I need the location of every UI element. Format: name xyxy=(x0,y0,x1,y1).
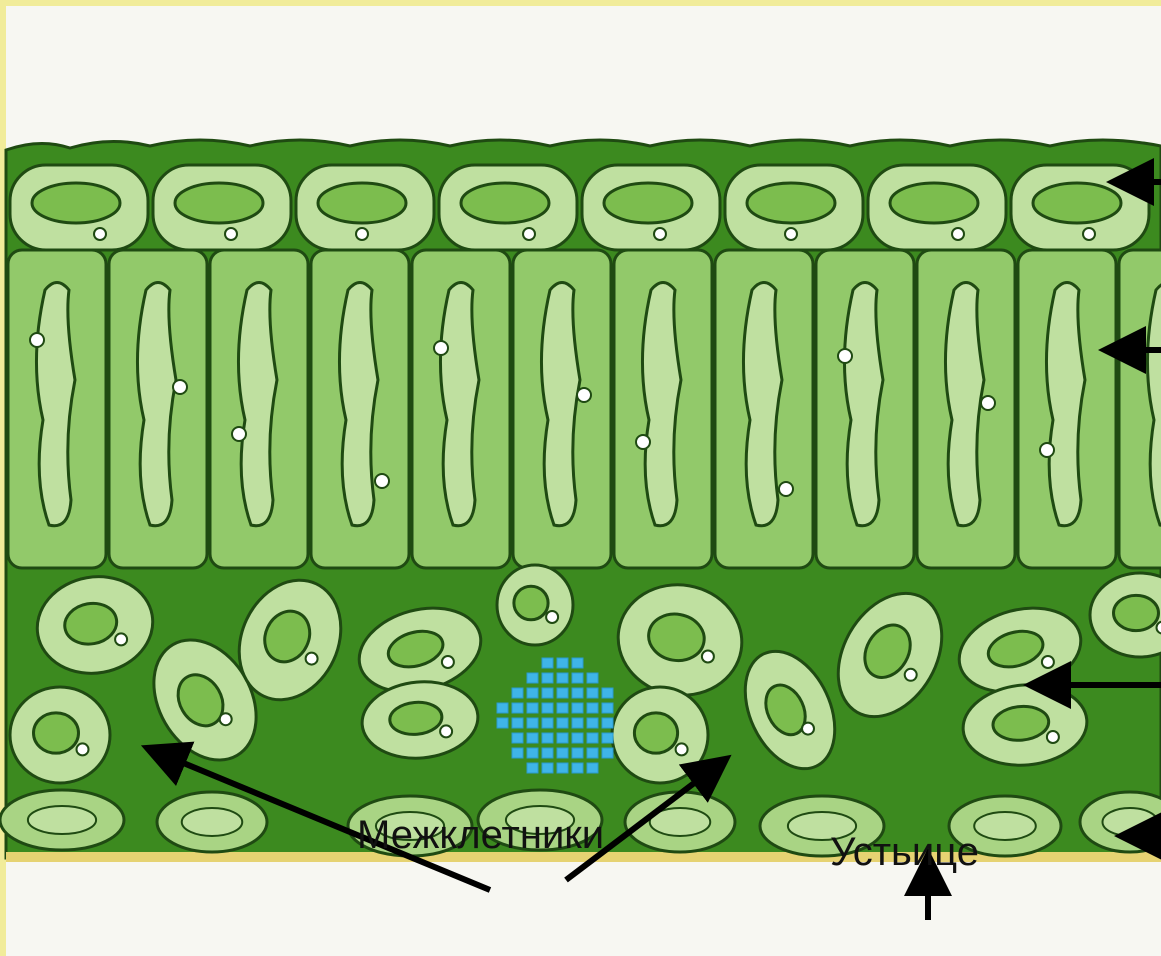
palisade-cell xyxy=(109,250,207,568)
label-stoma: Устьице xyxy=(830,832,979,872)
epidermis-cell xyxy=(868,165,1006,250)
vessel-cell xyxy=(602,688,613,698)
epidermis-cell xyxy=(582,165,720,250)
vessel-cell xyxy=(542,748,553,758)
vessel-cell xyxy=(557,703,568,713)
palisade-cell xyxy=(1018,250,1116,568)
vessel-cell xyxy=(527,733,538,743)
vessel-cell xyxy=(557,733,568,743)
vessel-cell xyxy=(497,703,508,713)
vessel-cell xyxy=(602,748,613,758)
vessel-cell xyxy=(572,748,583,758)
palisade-cell xyxy=(513,250,611,568)
palisade-tissue xyxy=(8,250,1161,568)
spongy-cell xyxy=(10,687,110,783)
epidermis-cell xyxy=(439,165,577,250)
vessel-cell xyxy=(527,673,538,683)
epidermis-cell xyxy=(296,165,434,250)
vessel-cell xyxy=(557,688,568,698)
vessel-cell xyxy=(542,733,553,743)
vessel-cell xyxy=(557,673,568,683)
vessel-cell xyxy=(527,763,538,773)
vessel-cell xyxy=(512,733,523,743)
vessel-cell xyxy=(497,718,508,728)
palisade-cell xyxy=(8,250,106,568)
vessel-cell xyxy=(587,703,598,713)
label-intercellular-spaces: Межклетники xyxy=(357,815,604,855)
palisade-cell xyxy=(917,250,1015,568)
palisade-cell xyxy=(614,250,712,568)
vessel-cell xyxy=(572,673,583,683)
vessel-cell xyxy=(542,673,553,683)
epidermis-cell xyxy=(157,792,267,852)
vessel-cell xyxy=(572,688,583,698)
vessel-cell xyxy=(587,688,598,698)
epidermis-cell xyxy=(10,165,148,250)
vessel-cell xyxy=(572,763,583,773)
vessel-cell xyxy=(542,658,553,668)
vessel-cell xyxy=(542,718,553,728)
vessel-cell xyxy=(527,748,538,758)
vessel-cell xyxy=(602,703,613,713)
vessel-cell xyxy=(557,658,568,668)
vessel-cell xyxy=(542,703,553,713)
palisade-cell xyxy=(715,250,813,568)
vessel-cell xyxy=(512,748,523,758)
vessel-cell xyxy=(557,748,568,758)
vessel-cell xyxy=(527,688,538,698)
vessel-cell xyxy=(587,718,598,728)
epidermis-cell xyxy=(1080,792,1161,852)
vessel-cell xyxy=(587,748,598,758)
vessel-cell xyxy=(602,733,613,743)
vessel-cell xyxy=(572,733,583,743)
spongy-cell xyxy=(612,687,708,783)
epidermis-cell xyxy=(153,165,291,250)
vessel-cell xyxy=(512,703,523,713)
vessel-cell xyxy=(542,763,553,773)
vessel-cell xyxy=(527,718,538,728)
epidermis-cell xyxy=(725,165,863,250)
palisade-cell xyxy=(210,250,308,568)
vessel-cell xyxy=(512,688,523,698)
palisade-cell xyxy=(816,250,914,568)
spongy-cell xyxy=(497,565,573,645)
vessel-cell xyxy=(587,733,598,743)
palisade-cell xyxy=(311,250,409,568)
vessel-cell xyxy=(512,718,523,728)
vessel-cell xyxy=(572,703,583,713)
epidermis-cell xyxy=(0,790,124,850)
vessel-cell xyxy=(572,718,583,728)
epidermis-cell xyxy=(1011,165,1149,250)
palisade-cell xyxy=(412,250,510,568)
palisade-cell xyxy=(1119,250,1161,568)
vessel-cell xyxy=(602,718,613,728)
vessel-cell xyxy=(587,763,598,773)
vessel-cell xyxy=(587,673,598,683)
vessel-cell xyxy=(542,688,553,698)
vessel-cell xyxy=(557,718,568,728)
vessel-cell xyxy=(572,658,583,668)
vessel-cell xyxy=(527,703,538,713)
vessel-cell xyxy=(557,763,568,773)
